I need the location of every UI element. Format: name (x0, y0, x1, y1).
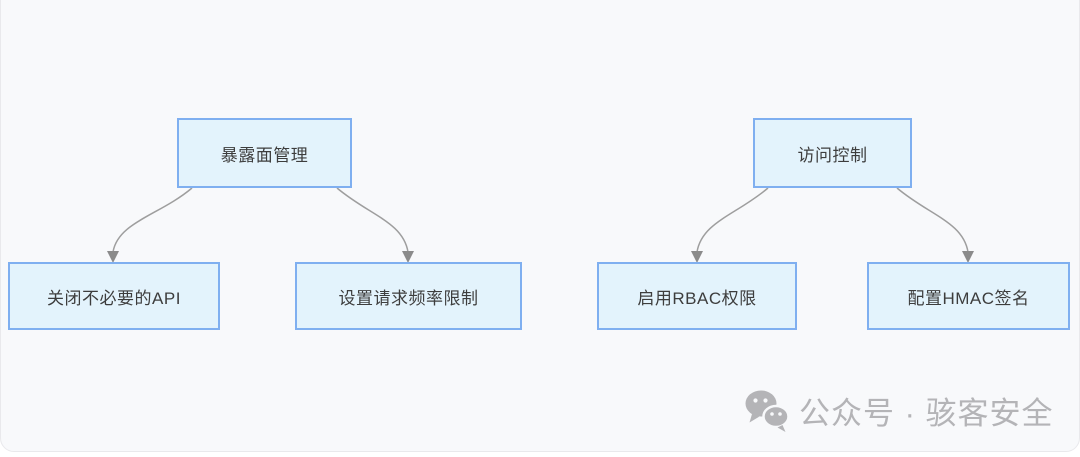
node-label: 配置HMAC签名 (907, 288, 1030, 308)
node-enable-rbac: 启用RBAC权限 (597, 262, 797, 330)
node-close-unnecessary-api: 关闭不必要的API (8, 262, 220, 330)
node-request-rate-limit: 设置请求频率限制 (295, 262, 522, 330)
node-label: 关闭不必要的API (47, 288, 181, 308)
node-exposure-surface-management: 暴露面管理 (177, 118, 352, 188)
node-label: 访问控制 (797, 145, 868, 165)
node-label: 设置请求频率限制 (338, 288, 479, 308)
node-label: 启用RBAC权限 (637, 288, 757, 308)
watermark: 公众号 · 骇客安全 (744, 388, 1054, 433)
wechat-icon (745, 390, 790, 432)
node-access-control: 访问控制 (753, 118, 912, 188)
node-configure-hmac: 配置HMAC签名 (867, 262, 1070, 330)
node-label: 暴露面管理 (220, 145, 309, 165)
watermark-text: 公众号 · 骇客安全 (799, 396, 1054, 431)
